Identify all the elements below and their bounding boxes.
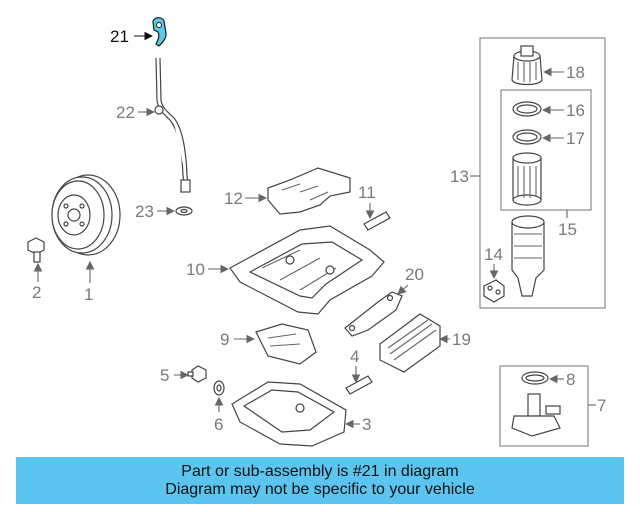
crankshaft-pulley-part-1[interactable] bbox=[51, 174, 121, 256]
svg-text:4: 4 bbox=[350, 347, 359, 366]
callout-8[interactable]: 8 bbox=[548, 370, 575, 389]
callout-3[interactable]: 3 bbox=[344, 415, 371, 434]
sealant-tube-part-11[interactable] bbox=[363, 211, 391, 231]
svg-text:11: 11 bbox=[358, 183, 376, 202]
svg-text:8: 8 bbox=[566, 370, 575, 389]
callout-7[interactable]: 7 bbox=[588, 396, 606, 415]
oil-filter-cap-part-18[interactable] bbox=[511, 45, 543, 86]
oil-filter-element[interactable] bbox=[512, 152, 542, 206]
svg-text:19: 19 bbox=[452, 330, 471, 349]
svg-text:21: 21 bbox=[110, 27, 129, 46]
sealant-tube-part-4[interactable] bbox=[345, 375, 373, 395]
dipstick-handle-part-21[interactable] bbox=[152, 17, 167, 47]
oil-cooler-part-19[interactable] bbox=[379, 313, 441, 373]
callout-22[interactable]: 22 bbox=[116, 103, 156, 122]
svg-text:22: 22 bbox=[116, 103, 135, 122]
callout-21[interactable]: 21 bbox=[110, 27, 154, 46]
callout-17[interactable]: 17 bbox=[541, 129, 585, 148]
callout-19[interactable]: 19 bbox=[438, 330, 471, 349]
upper-oil-pan-part-10[interactable] bbox=[229, 225, 385, 315]
svg-text:17: 17 bbox=[566, 129, 585, 148]
callout-2[interactable]: 2 bbox=[32, 262, 43, 302]
svg-text:3: 3 bbox=[362, 415, 371, 434]
assembly-box-7 bbox=[499, 365, 589, 447]
assembly-box-13 bbox=[479, 37, 606, 309]
svg-text:10: 10 bbox=[186, 260, 205, 279]
svg-text:20: 20 bbox=[405, 265, 424, 284]
svg-text:1: 1 bbox=[84, 285, 93, 304]
o-ring-part-8[interactable] bbox=[521, 371, 549, 385]
seal-ring-part-17[interactable] bbox=[512, 129, 542, 145]
callout-9[interactable]: 9 bbox=[220, 330, 256, 349]
banner-line-disclaimer: Diagram may not be specific to your vehi… bbox=[165, 480, 475, 498]
drain-plug-washer-part-6[interactable] bbox=[213, 380, 225, 396]
parts-diagram: 21 22 23 1 2 bbox=[27, 17, 606, 447]
svg-text:18: 18 bbox=[566, 63, 585, 82]
baffle-part-9[interactable] bbox=[255, 323, 317, 365]
svg-text:2: 2 bbox=[32, 283, 41, 302]
callout-20[interactable]: 20 bbox=[397, 265, 424, 295]
callout-11[interactable]: 11 bbox=[358, 183, 376, 220]
svg-text:13: 13 bbox=[450, 167, 469, 186]
dipstick-tube-part-22[interactable] bbox=[154, 57, 191, 193]
pulley-bolt-part-2[interactable] bbox=[27, 237, 45, 263]
baffle-part-12[interactable] bbox=[267, 167, 351, 215]
callout-14[interactable]: 14 bbox=[484, 245, 503, 280]
assembly-box-15 bbox=[500, 89, 592, 211]
oil-filter-housing[interactable] bbox=[511, 215, 545, 297]
callout-23[interactable]: 23 bbox=[135, 202, 176, 221]
callout-12[interactable]: 12 bbox=[224, 189, 268, 208]
o-ring-part-23[interactable] bbox=[175, 206, 193, 216]
lower-oil-pan-part-3[interactable] bbox=[231, 381, 347, 447]
gasket-part-20[interactable] bbox=[344, 291, 403, 337]
callout-18[interactable]: 18 bbox=[542, 63, 585, 82]
svg-text:7: 7 bbox=[597, 396, 606, 415]
callout-13[interactable]: 13 bbox=[450, 167, 480, 186]
svg-text:15: 15 bbox=[558, 220, 577, 239]
gasket-part-14[interactable] bbox=[483, 279, 505, 303]
callout-16[interactable]: 16 bbox=[541, 101, 585, 120]
svg-text:23: 23 bbox=[135, 202, 154, 221]
callout-1[interactable]: 1 bbox=[84, 260, 95, 304]
svg-text:16: 16 bbox=[566, 101, 585, 120]
callout-6[interactable]: 6 bbox=[214, 396, 223, 434]
svg-text:6: 6 bbox=[214, 415, 223, 434]
callout-5[interactable]: 5 bbox=[160, 366, 190, 385]
info-banner: Part or sub-assembly is #21 in diagram D… bbox=[16, 457, 624, 504]
svg-text:12: 12 bbox=[224, 189, 243, 208]
seal-ring-part-16[interactable] bbox=[512, 101, 542, 117]
callout-4[interactable]: 4 bbox=[350, 347, 361, 384]
callout-15[interactable]: 15 bbox=[558, 210, 577, 239]
callout-10[interactable]: 10 bbox=[186, 260, 230, 279]
svg-text:5: 5 bbox=[160, 366, 169, 385]
svg-text:9: 9 bbox=[220, 330, 229, 349]
svg-text:14: 14 bbox=[484, 245, 503, 264]
banner-line-part-info: Part or sub-assembly is #21 in diagram bbox=[181, 462, 459, 480]
oil-level-sensor[interactable] bbox=[511, 393, 561, 437]
drain-plug-part-5[interactable] bbox=[187, 365, 207, 383]
